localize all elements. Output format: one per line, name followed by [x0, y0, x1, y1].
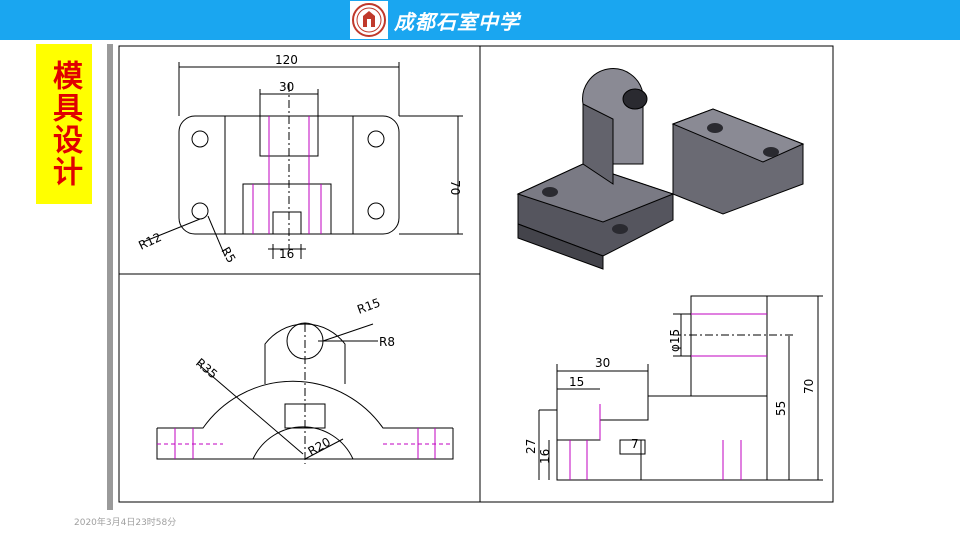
isometric-part-render-icon [516, 68, 805, 270]
side-label-text: 模具设计 [47, 60, 82, 188]
dim-r15: R15 [355, 296, 382, 317]
dim-r12: R12 [136, 230, 163, 253]
school-header: 成都石室中学 [350, 0, 520, 40]
dim-side-27: 27 [524, 439, 538, 454]
dim-r35: R35 [193, 356, 220, 382]
dim-70: 70 [448, 180, 462, 195]
front-view [156, 322, 454, 464]
dim-16: 16 [279, 247, 294, 261]
dim-side-7: 7 [631, 437, 639, 451]
slide-shadow [107, 44, 115, 510]
dim-side-30: 30 [595, 356, 610, 370]
dim-side-55: 55 [774, 401, 788, 416]
header-bar: 成都石室中学 [0, 0, 960, 40]
engineering-drawing: 120 30 70 R12 R5 16 R15 R8 R35 [113, 44, 853, 510]
top-view [142, 62, 463, 259]
dim-side-16: 16 [538, 449, 552, 464]
side-label: 模具设计 [36, 44, 92, 204]
school-logo-icon [350, 1, 388, 39]
side-view [538, 295, 823, 481]
dim-30: 30 [279, 80, 294, 94]
drawing-canvas: 120 30 70 R12 R5 16 R15 R8 R35 [118, 45, 834, 503]
timestamp: 2020年3月4日23时58分 [74, 518, 177, 528]
dim-side-70: 70 [802, 379, 816, 394]
dim-120: 120 [275, 53, 298, 67]
school-name: 成都石室中学 [394, 9, 520, 34]
dim-phi15: φ15 [668, 329, 682, 352]
dim-r5: R5 [218, 245, 238, 266]
dim-side-15: 15 [569, 375, 584, 389]
dim-r20: R20 [306, 435, 333, 459]
dim-r8: R8 [379, 335, 395, 349]
